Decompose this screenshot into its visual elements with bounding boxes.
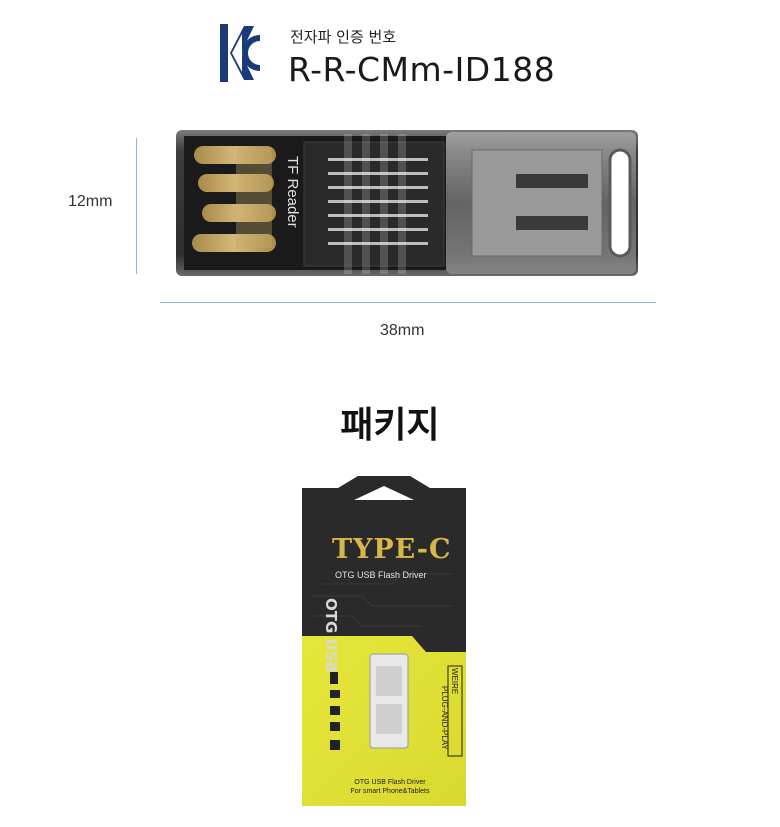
certification-number: R-R-CMm-ID188 (288, 50, 556, 89)
svg-text:OTG USB: OTG USB (322, 598, 340, 673)
card-reader-product-image: TF Reader (176, 130, 638, 276)
certification-label: 전자파 인증 번호 (290, 28, 397, 46)
width-dimension-line (160, 302, 656, 303)
width-dimension-label: 38mm (380, 322, 425, 339)
package-footer-line2: For smart Phone&Tablets (350, 788, 430, 795)
package-heading: 패키지 (340, 405, 440, 446)
package-image: OTG USB WEIRE PLUG-AND-PLAY (302, 476, 466, 806)
package-subtitle: OTG USB Flash Driver (335, 570, 427, 580)
height-dimension-label: 12mm (68, 193, 113, 210)
kc-certification-logo (220, 24, 261, 82)
svg-text:TF Reader: TF Reader (284, 156, 301, 228)
package-brand: TYPE-C (332, 534, 452, 565)
svg-text:WEIRE: WEIRE (450, 668, 459, 694)
height-dimension-line (136, 138, 137, 274)
package-footer-line1: OTG USB Flash Driver (354, 779, 426, 786)
svg-text:PLUG-AND-PLAY: PLUG-AND-PLAY (440, 686, 449, 751)
